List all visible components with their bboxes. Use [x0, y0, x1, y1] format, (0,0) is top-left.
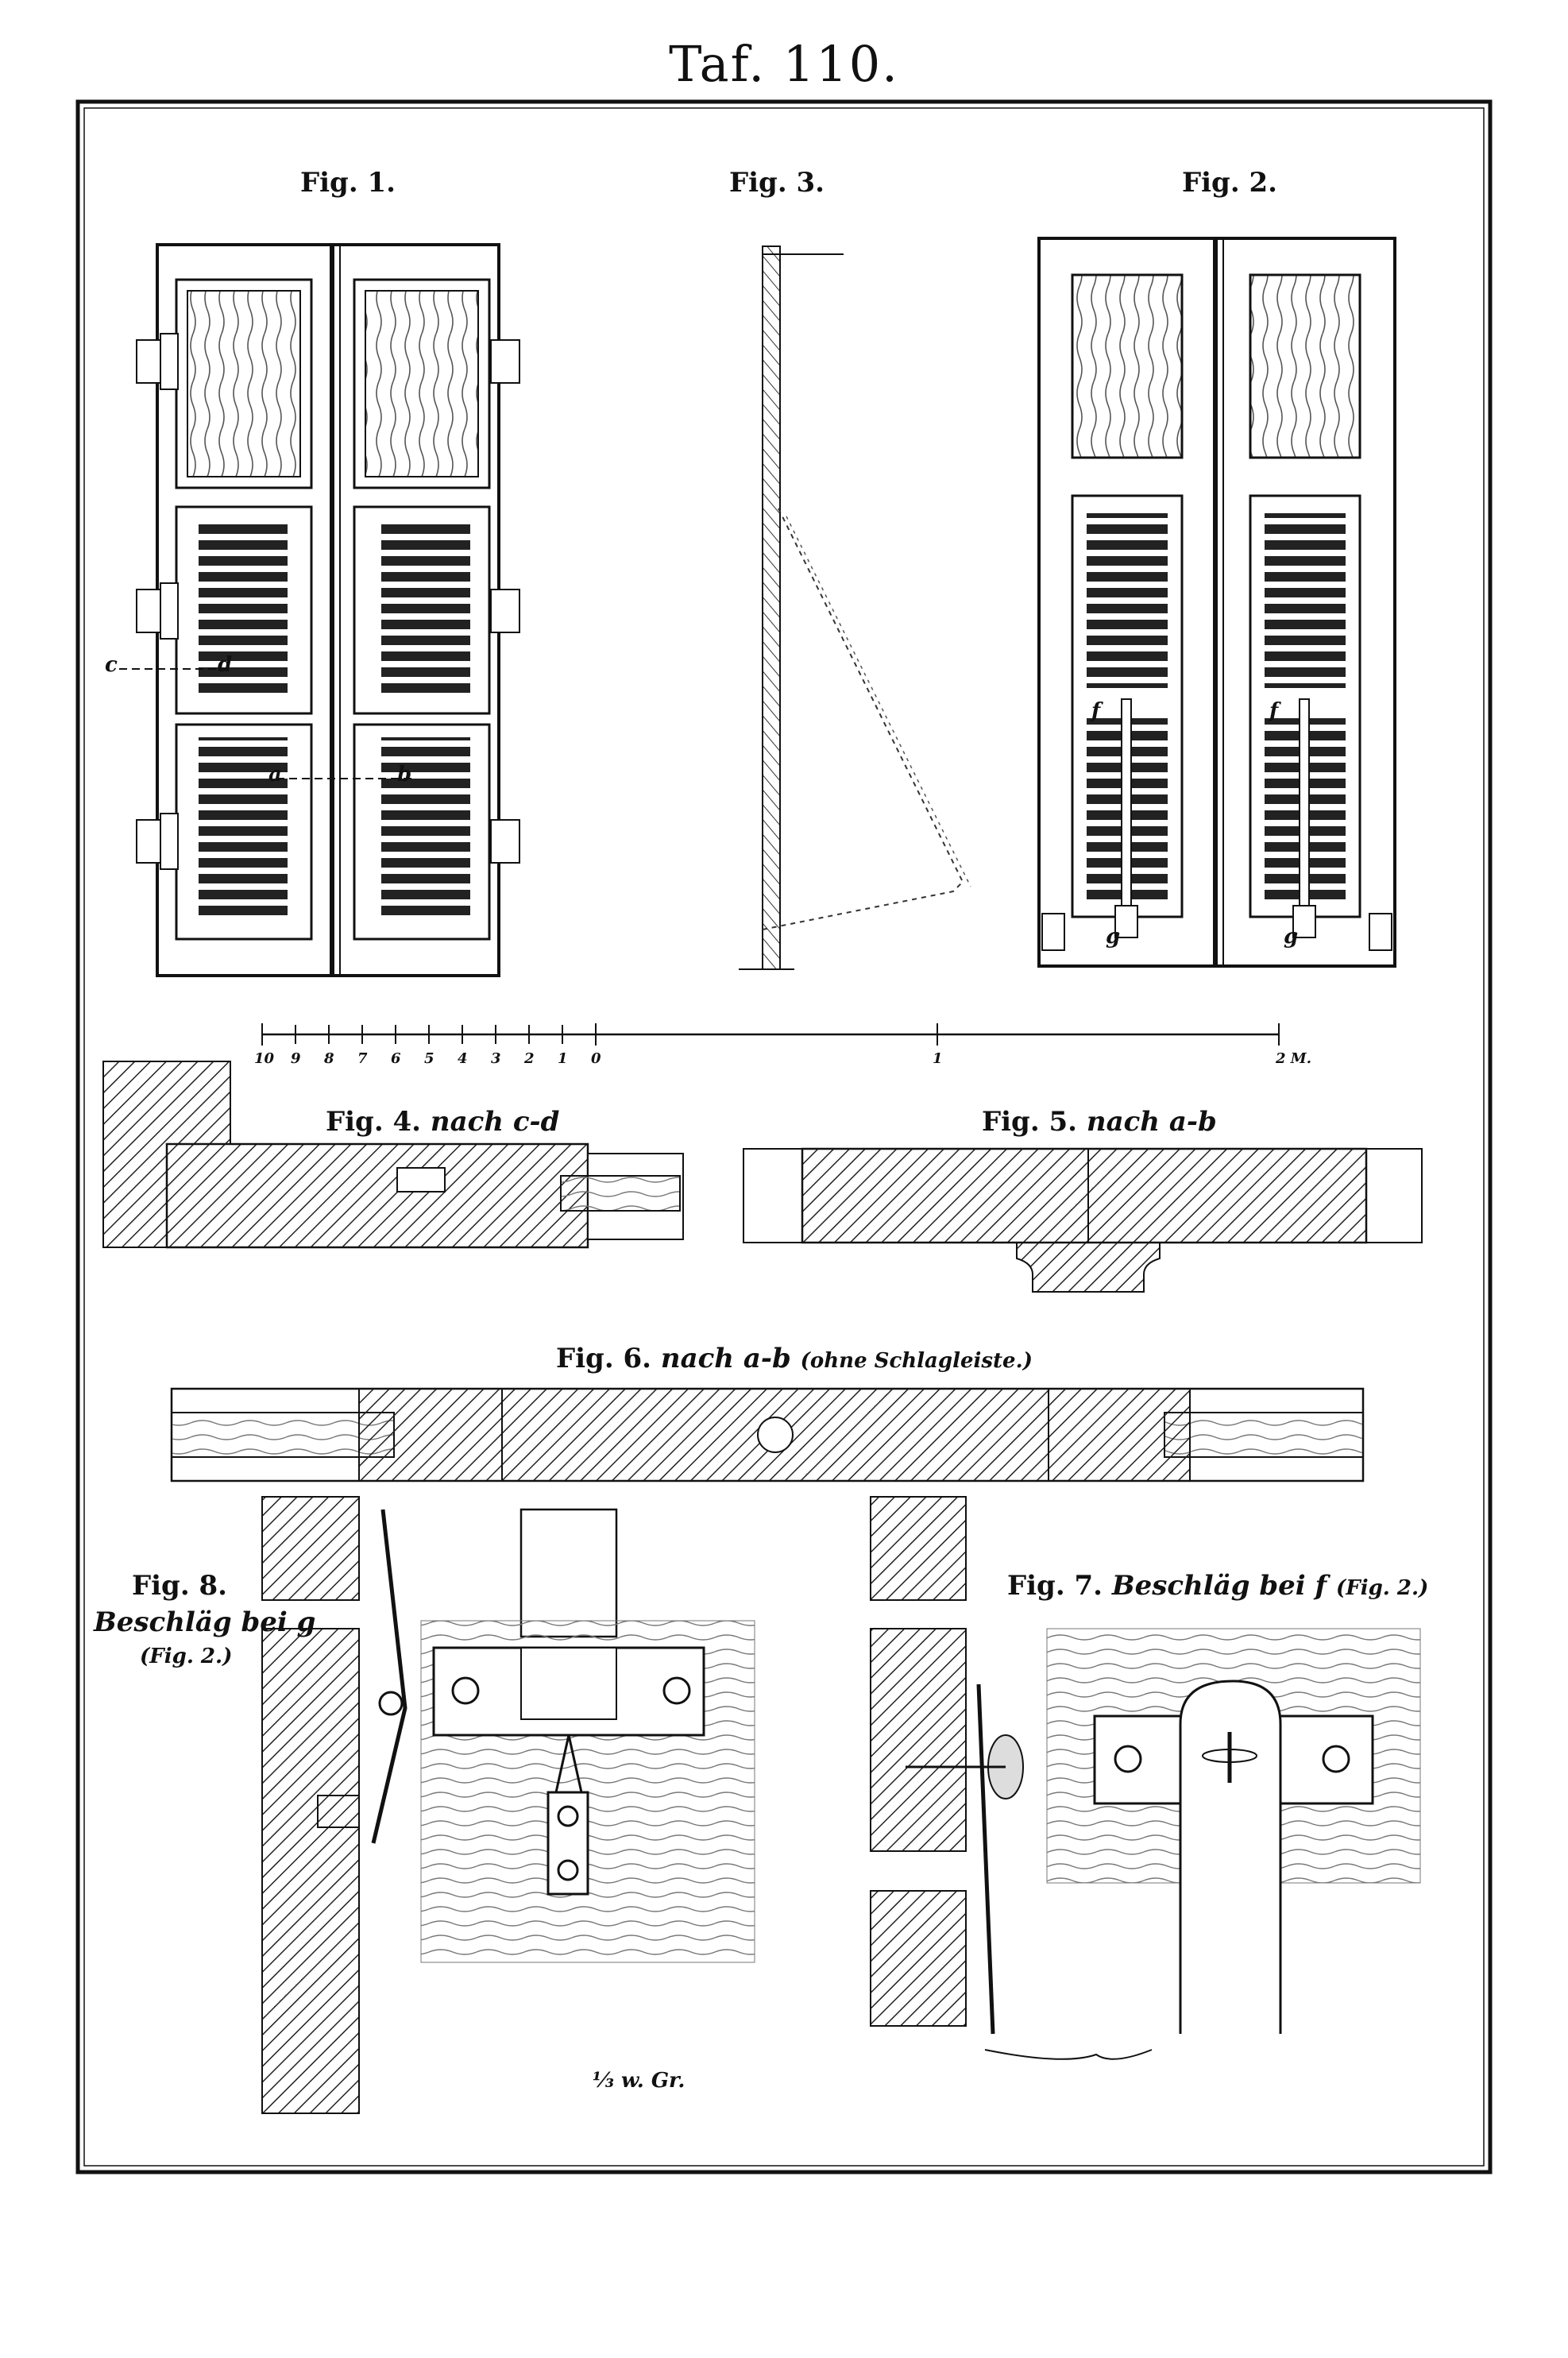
- fig4-number: Fig. 4.: [326, 1106, 421, 1138]
- fig4-label: Fig. 4. nach c-d: [326, 1106, 559, 1138]
- fig5-label: Fig. 5. nach a-b: [982, 1106, 1217, 1138]
- fig7-caption: Beschläg bei f: [1111, 1570, 1327, 1602]
- fig8-ref: (Fig. 2.): [140, 1645, 233, 1668]
- fig2-shutter: [1037, 237, 1396, 968]
- fig8-hardware: [261, 1496, 755, 2114]
- mark-b: b: [397, 763, 412, 787]
- mark-f-left: f: [1091, 699, 1101, 723]
- scale-tick-5: 5: [424, 1050, 434, 1067]
- scale-tick-1: 1: [558, 1050, 568, 1067]
- detail-scale-label: ⅓ w. Gr.: [593, 2069, 686, 2093]
- fig5-caption: nach a-b: [1086, 1106, 1217, 1138]
- mark-a: a: [268, 763, 282, 787]
- scale-major-1: 1: [933, 1050, 943, 1067]
- fig5-number: Fig. 5.: [982, 1106, 1077, 1138]
- mark-d: d: [218, 653, 233, 677]
- fig2-label: Fig. 2.: [1182, 167, 1277, 199]
- fig8-caption: Beschläg bei g: [94, 1606, 316, 1638]
- scale-tick-7: 7: [357, 1050, 368, 1067]
- scale-tick-0: 0: [591, 1050, 601, 1067]
- scale-tick-6: 6: [391, 1050, 401, 1067]
- scale-major-2m: 2 M.: [1276, 1050, 1311, 1067]
- scale-tick-4: 4: [458, 1050, 468, 1067]
- scale-tick-9: 9: [291, 1050, 301, 1067]
- fig6-caption: nach a-b: [660, 1343, 791, 1374]
- fig6-note: (ohne Schlagleiste.): [800, 1349, 1033, 1373]
- fig3-profile: [739, 245, 971, 970]
- fig1-label: Fig. 1.: [300, 167, 396, 199]
- scale-tick-3: 3: [491, 1050, 501, 1067]
- fig4-section: [102, 1061, 684, 1249]
- fig1-shutter: [119, 243, 520, 977]
- scale-bar: [261, 1023, 1280, 1046]
- fig3-label: Fig. 3.: [729, 167, 825, 199]
- fig5-section: [743, 1147, 1423, 1293]
- mark-c: c: [105, 653, 118, 677]
- mark-g-right: g: [1284, 925, 1299, 949]
- fig7-number: Fig. 7.: [1007, 1570, 1103, 1602]
- scale-tick-2: 2: [524, 1050, 535, 1067]
- scale-tick-10: 10: [254, 1050, 275, 1067]
- mark-g-left: g: [1106, 925, 1121, 949]
- fig6-section: [170, 1387, 1365, 1482]
- mark-f-right: f: [1269, 699, 1279, 723]
- scale-tick-8: 8: [324, 1050, 334, 1067]
- fig6-number: Fig. 6.: [556, 1343, 651, 1374]
- fig7-hardware: [870, 1496, 1421, 2060]
- fig8-number: Fig. 8.: [132, 1570, 227, 1602]
- plate-title: Taf. 110.: [669, 35, 899, 93]
- fig6-label: Fig. 6. nach a-b (ohne Schlagleiste.): [556, 1343, 1033, 1374]
- fig7-ref: (Fig. 2.): [1335, 1576, 1429, 1600]
- fig7-label: Fig. 7. Beschläg bei f (Fig. 2.): [1007, 1570, 1428, 1602]
- fig4-caption: nach c-d: [430, 1106, 560, 1138]
